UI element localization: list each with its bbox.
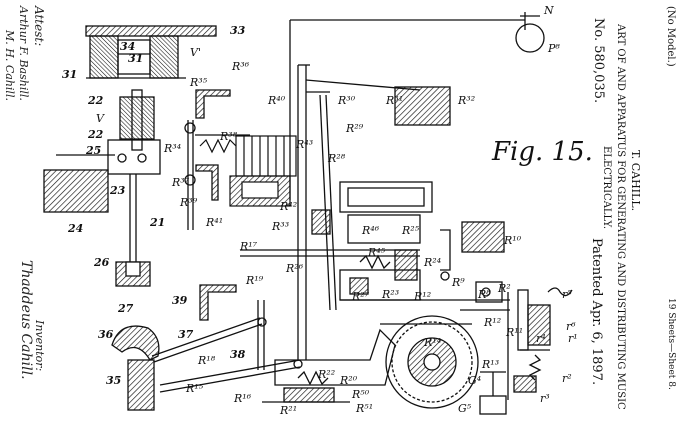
part-label: R⁵⁰ bbox=[351, 388, 370, 401]
part-label: R³⁰ bbox=[337, 94, 356, 107]
part-label: V' bbox=[190, 46, 201, 59]
part-label: R⁹ bbox=[451, 276, 465, 289]
sheet-info: 19 Sheets—Sheet 8. bbox=[666, 298, 676, 390]
part-label: G⁵ bbox=[458, 402, 472, 415]
part-label: 21 bbox=[149, 216, 165, 229]
part-label: R⁵¹ bbox=[355, 402, 373, 415]
part-label: 31 bbox=[128, 52, 143, 65]
part-label: R³³ bbox=[271, 220, 289, 233]
model-note: (No Model.) bbox=[665, 6, 676, 67]
part-label: 36 bbox=[98, 328, 114, 341]
plunger-assembly-v bbox=[43, 89, 161, 287]
part-label: N bbox=[543, 4, 554, 17]
spring-coil-r29 bbox=[199, 135, 297, 207]
part-label: R²² bbox=[317, 368, 335, 381]
part-label: r⁴ bbox=[536, 332, 546, 345]
drum-r14 bbox=[380, 315, 479, 409]
part-label: 37 bbox=[178, 328, 194, 341]
part-label: R³⁹ bbox=[179, 196, 198, 209]
slide-block-r45 bbox=[311, 181, 460, 301]
title-line-1: ART OF AND APPARATUS FOR GENERATING AND … bbox=[615, 24, 626, 410]
figure-label: Fig. 15. bbox=[491, 137, 593, 167]
part-label: R⁴² bbox=[279, 200, 297, 213]
part-label: R²⁵ bbox=[401, 224, 420, 237]
part-label: V bbox=[96, 112, 105, 125]
part-label: 22 bbox=[87, 94, 104, 107]
magnet-v-prime bbox=[85, 25, 217, 79]
part-label: 24 bbox=[67, 222, 83, 235]
part-label: R²⁰ bbox=[339, 374, 358, 387]
part-label: R²³ bbox=[381, 288, 399, 301]
part-label: 35 bbox=[106, 374, 121, 387]
part-label: r³ bbox=[540, 392, 550, 405]
patent-date: Patented Apr. 6, 1897. bbox=[589, 238, 604, 386]
part-label: R⁴¹ bbox=[205, 216, 223, 229]
part-label: R¹⁰ bbox=[503, 234, 522, 247]
part-label: 34 bbox=[120, 40, 135, 53]
part-label: R³⁴ bbox=[163, 142, 181, 155]
title-line-2: ELECTRICALLY. bbox=[601, 146, 612, 230]
part-label: 22 bbox=[87, 128, 104, 141]
part-label: 39 bbox=[172, 294, 188, 307]
lower-lever-system bbox=[111, 284, 303, 411]
base-assembly bbox=[262, 328, 396, 403]
witness-signature-2: M. H. Cahill. bbox=[3, 30, 16, 101]
part-label: R³⁵ bbox=[189, 76, 208, 89]
inventor-line: T. CAHILL. bbox=[629, 150, 642, 212]
part-label: R²⁹ bbox=[345, 122, 364, 135]
part-label: R¹² bbox=[483, 316, 501, 329]
part-label: R¹⁴ bbox=[423, 336, 441, 349]
part-label: R²¹ bbox=[279, 404, 297, 417]
attest-label: Attest: bbox=[32, 6, 46, 47]
part-label: G⁴ bbox=[468, 374, 481, 387]
part-label: r⁶ bbox=[566, 320, 576, 333]
patent-number: No. 580,035. bbox=[591, 18, 606, 104]
inventor-signature: Thaddeus Cahill. bbox=[18, 260, 34, 380]
part-label: R⁸ bbox=[477, 288, 491, 301]
witness-signature-1: Arthur F. Bashill. bbox=[17, 6, 30, 101]
part-label: R⁴⁵ bbox=[367, 246, 386, 259]
bracket-r36 bbox=[184, 89, 250, 230]
part-label: R²⁶ bbox=[285, 262, 304, 275]
part-label: R¹³ bbox=[481, 358, 499, 371]
part-label: R³⁷ bbox=[171, 176, 190, 189]
part-label: R⁴⁰ bbox=[267, 94, 286, 107]
part-label: R¹⁶ bbox=[233, 392, 252, 405]
part-label: 33 bbox=[230, 24, 246, 37]
part-label: 26 bbox=[93, 256, 110, 269]
part-label: R¹⁷ bbox=[239, 240, 258, 253]
part-label: 38 bbox=[230, 348, 246, 361]
pulley-n bbox=[515, 15, 545, 53]
part-label: R³⁸ bbox=[219, 130, 238, 143]
part-label: R³¹ bbox=[385, 94, 403, 107]
part-label: R⁴³ bbox=[295, 138, 313, 151]
part-label: R²⁴ bbox=[423, 256, 441, 269]
part-label: R²⁷ bbox=[351, 290, 370, 303]
part-label: r² bbox=[562, 372, 572, 385]
part-label: R²⁸ bbox=[327, 152, 346, 165]
part-label: 23 bbox=[109, 184, 126, 197]
contact-assembly bbox=[507, 287, 573, 400]
central-frame bbox=[240, 12, 526, 360]
part-label: 25 bbox=[85, 144, 101, 157]
part-label: R¹⁸ bbox=[197, 354, 216, 367]
part-label: R³² bbox=[457, 94, 475, 107]
part-label: r⁵ bbox=[562, 288, 572, 301]
part-label: 27 bbox=[117, 302, 134, 315]
part-label: R¹⁵ bbox=[185, 382, 204, 395]
part-label: R¹⁹ bbox=[245, 274, 264, 287]
part-label: R¹¹ bbox=[505, 326, 523, 339]
part-label-group: N P⁸ 33 34 31 V' 31 R³⁶ R³⁵ R³⁰ R³¹ R³² … bbox=[62, 4, 578, 417]
part-label: P⁸ bbox=[547, 42, 560, 55]
part-label: 31 bbox=[62, 68, 77, 81]
part-label: R² bbox=[497, 282, 511, 295]
part-label: R¹² bbox=[413, 290, 431, 303]
right-blocks bbox=[440, 221, 510, 311]
part-label: r¹ bbox=[568, 332, 578, 345]
part-label: R⁴⁶ bbox=[361, 224, 380, 237]
inventor-label: Inventor: bbox=[33, 320, 46, 372]
generator-g bbox=[479, 371, 507, 415]
part-label: R³⁶ bbox=[231, 60, 250, 73]
